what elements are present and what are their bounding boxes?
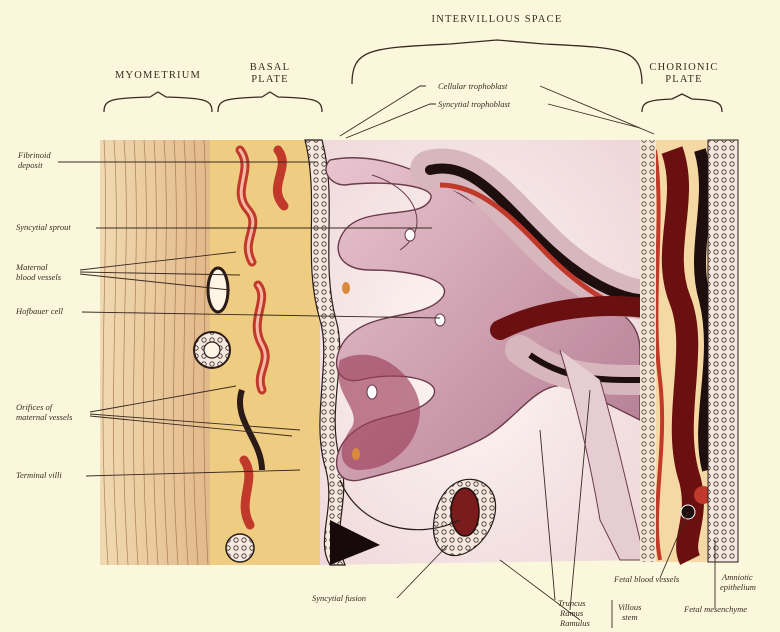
header-chorionic-1: CHORIONIC — [649, 62, 718, 73]
label-fibrinoid-1: Fibrinoid — [17, 150, 51, 160]
label-fetal-blood-vessels: Fetal blood vessels — [613, 574, 680, 584]
label-amniotic-2: epithelium — [720, 582, 756, 592]
basal-plate-region — [194, 140, 320, 565]
label-orifices-1: Orifices of — [16, 402, 54, 412]
label-ramulus: Ramulus — [559, 618, 590, 628]
label-amniotic-1: Amniotic — [721, 572, 753, 582]
label-hofbauer-cell: Hofbauer cell — [15, 306, 64, 316]
label-maternal-1: Maternal — [15, 262, 48, 272]
label-maternal-2: blood vessels — [16, 272, 62, 282]
label-cellular-trophoblast: Cellular trophoblast — [438, 81, 508, 91]
bottom-labels: Syncytial fusion Truncus Ramus Ramulus V… — [312, 572, 756, 628]
label-fetal-mesenchyme: Fetal mesenchyme — [683, 604, 747, 614]
header-basal-2: PLATE — [251, 74, 289, 85]
header-basal-1: BASAL — [250, 62, 290, 73]
label-orifices-2: maternal vessels — [16, 412, 73, 422]
label-fibrinoid-2: deposit — [18, 160, 43, 170]
label-villous-2: stem — [622, 612, 638, 622]
header-chorionic-2: PLATE — [665, 74, 703, 85]
brace-chorionic — [642, 94, 722, 112]
left-labels: Fibrinoid deposit Syncytial sprout Mater… — [15, 150, 73, 480]
label-villous-1: Villous — [618, 602, 642, 612]
chorionic-plate-region — [640, 140, 738, 562]
brace-intervillous — [352, 40, 642, 84]
label-syncytial-sprout: Syncytial sprout — [16, 222, 71, 232]
label-syncytial-fusion: Syncytial fusion — [312, 593, 366, 603]
brace-basal — [218, 92, 322, 112]
brace-myometrium — [104, 92, 212, 112]
header-labels: INTERVILLOUS SPACE MYOMETRIUM BASAL PLAT… — [115, 14, 719, 85]
top-labels: Cellular trophoblast Syncytial trophobla… — [438, 81, 511, 109]
header-intervillous-space: INTERVILLOUS SPACE — [432, 14, 563, 25]
label-truncus: Truncus — [558, 598, 586, 608]
label-ramus: Ramus — [559, 608, 584, 618]
header-myometrium: MYOMETRIUM — [115, 70, 201, 81]
label-terminal-villi: Terminal villi — [16, 470, 62, 480]
label-syncytial-trophoblast: Syncytial trophoblast — [438, 99, 511, 109]
